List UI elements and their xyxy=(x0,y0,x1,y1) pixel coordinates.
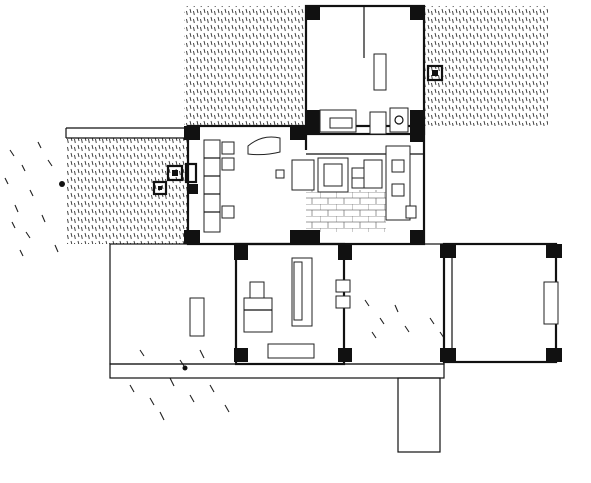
lawn-north-right xyxy=(424,6,548,126)
planter-boxes xyxy=(152,64,444,196)
north-wing xyxy=(304,4,426,136)
lawn-north-left xyxy=(184,6,306,126)
exterior-stair xyxy=(397,377,441,453)
terrace-west xyxy=(109,243,237,365)
north-wing-fixtures xyxy=(319,6,409,135)
courtyard-paving xyxy=(306,190,386,232)
vegetation-marks xyxy=(4,141,445,421)
living-furniture xyxy=(189,257,351,359)
garage-fixtures xyxy=(543,281,559,325)
columns xyxy=(184,6,562,362)
garage xyxy=(442,242,558,364)
terrace-center xyxy=(343,243,445,365)
landscape-areas xyxy=(65,6,548,244)
hall-fixtures xyxy=(203,136,417,233)
lawn-west xyxy=(66,138,188,244)
terrace-south-strip xyxy=(109,363,445,379)
